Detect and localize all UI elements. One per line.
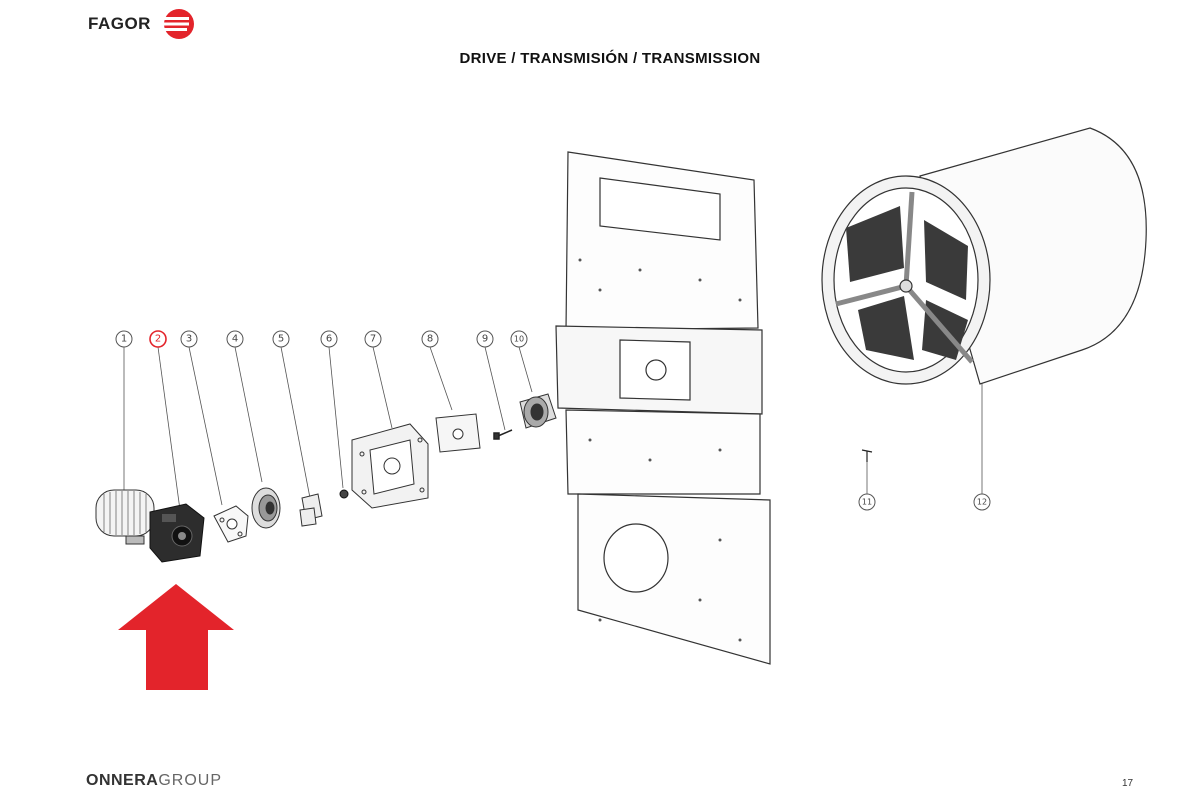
callout-7: 7	[370, 334, 376, 345]
footer-brand-strong: ONNERA	[86, 772, 159, 789]
footer-brand: ONNERAGROUP	[86, 772, 222, 790]
torque-arm-part	[213, 505, 249, 543]
bearing-housing-part	[519, 393, 557, 429]
callout-2: 2	[155, 334, 161, 345]
callout-5: 5	[278, 334, 284, 345]
callout-9: 9	[482, 334, 488, 345]
gearbox-part	[149, 503, 205, 563]
footer-brand-light: GROUP	[158, 772, 223, 789]
callout-1: 1	[121, 334, 127, 345]
callout-11: 11	[862, 498, 872, 507]
mounting-plate-part	[351, 423, 429, 509]
flange-bearing-part	[251, 487, 281, 529]
callout-10: 10	[514, 335, 524, 344]
brand-name: FAGOR	[88, 14, 151, 33]
page-number: 17	[1122, 778, 1134, 789]
leader-lines	[123, 346, 983, 511]
callout-3: 3	[186, 334, 192, 345]
page-title: DRIVE / TRANSMISIÓN / TRANSMISSION	[459, 50, 761, 67]
callout-12: 12	[977, 498, 987, 507]
drum-part	[821, 127, 1147, 385]
spacer-plate-part	[435, 413, 481, 453]
callout-8: 8	[427, 334, 433, 345]
bolt-part	[493, 429, 513, 440]
callout-circles	[115, 330, 991, 511]
nut-part	[339, 489, 349, 499]
callout-6: 6	[326, 334, 332, 345]
frame-panel	[555, 151, 771, 665]
bracket-part	[299, 493, 323, 527]
fagor-logo: FAGOR	[88, 8, 197, 40]
fagor-logo-icon	[156, 9, 194, 39]
red-up-arrow-icon	[118, 584, 234, 690]
screw-part	[861, 449, 873, 462]
motor-part	[95, 489, 155, 545]
callout-4: 4	[232, 334, 238, 345]
